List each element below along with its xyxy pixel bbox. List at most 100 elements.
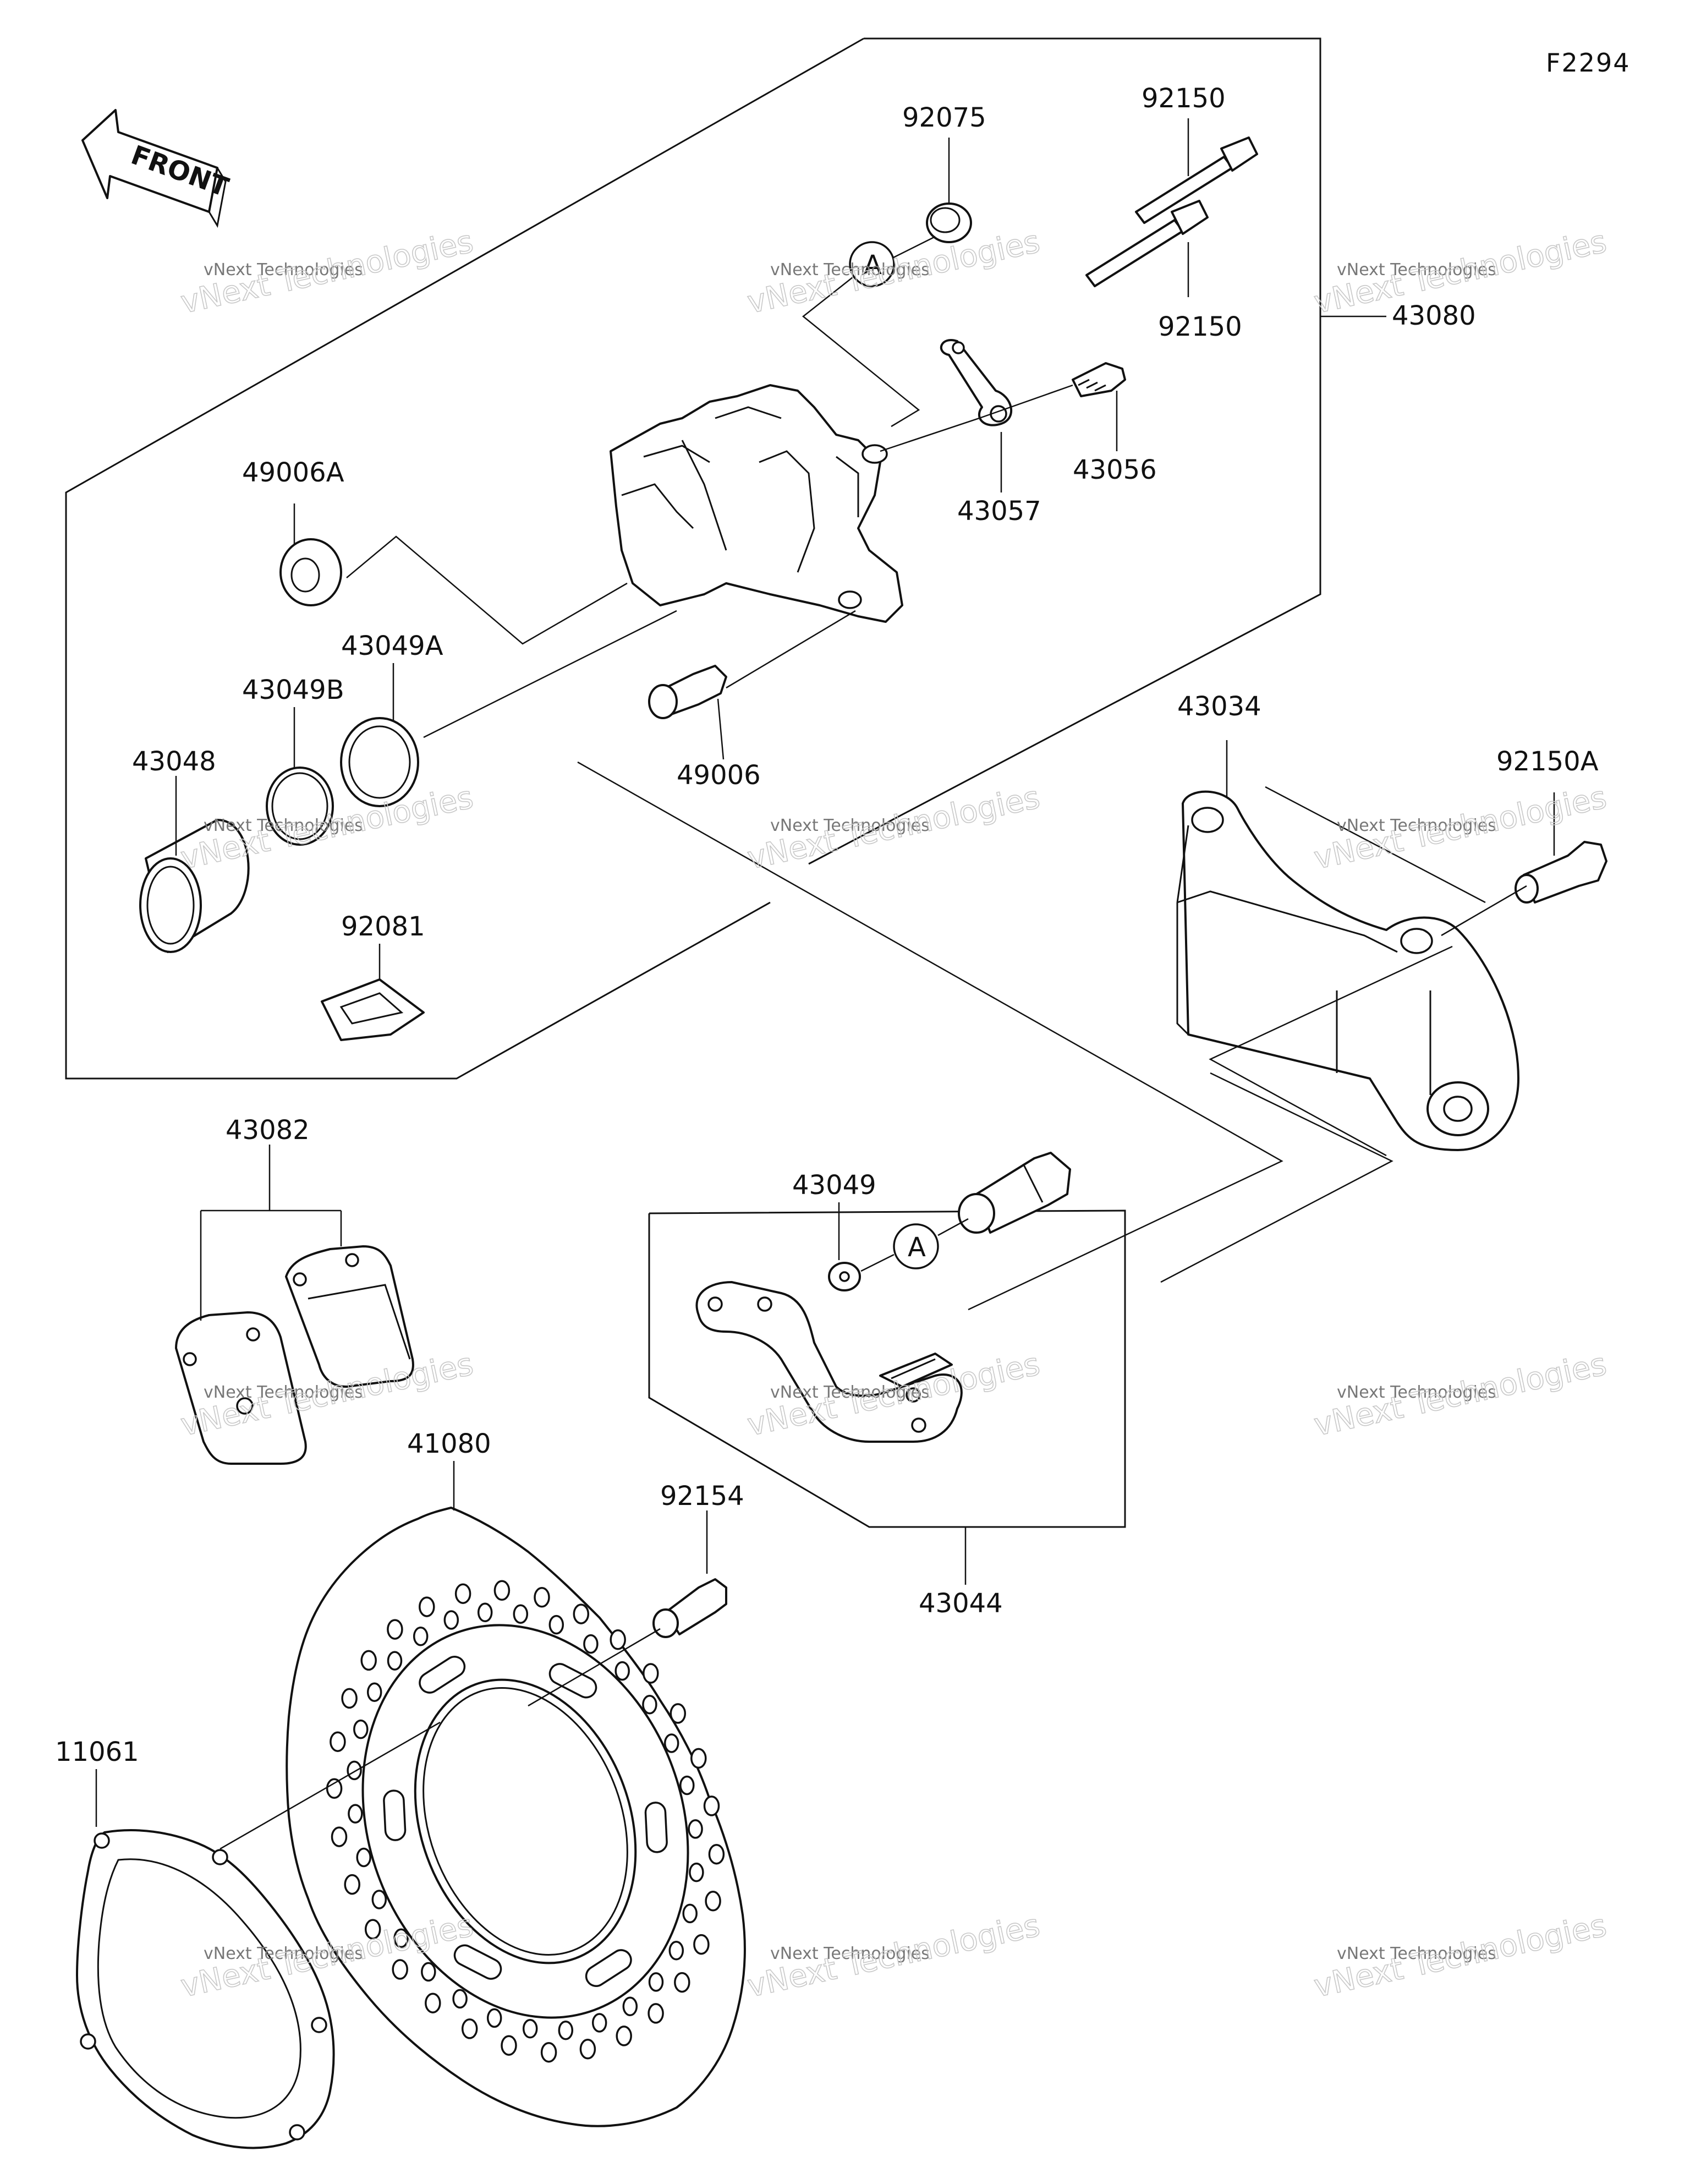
watermark-text: vNext Technologies: [1337, 1944, 1496, 1963]
watermark-text: vNext Technologies: [770, 1944, 930, 1963]
disc-hole: [356, 1847, 371, 1868]
watermark-text: vNext Technologies: [770, 816, 930, 835]
disc-hole: [419, 1596, 435, 1617]
disc-hole: [591, 2013, 607, 2033]
disc-hole: [614, 1661, 630, 1681]
label-92081: 92081: [341, 911, 425, 942]
seal-43049A: [340, 717, 419, 807]
disc-hole: [622, 1996, 638, 2017]
disc-hole: [371, 1890, 387, 1909]
leader-43049: [838, 1202, 969, 1272]
watermark-text: vNext Technologies: [204, 260, 363, 280]
disc-hole: [583, 1634, 599, 1654]
label-43044: 43044: [919, 1588, 1003, 1619]
reference-circle-a-top: A: [849, 241, 895, 287]
watermark-text: vNext Technologies: [204, 1383, 363, 1402]
bracket-43034: [1176, 790, 1519, 1151]
disc-hole: [689, 1862, 704, 1882]
leader-49006: [717, 610, 856, 760]
disc-hole: [387, 1651, 403, 1671]
leader-92150A: [1441, 792, 1555, 937]
disc-hole: [364, 1919, 381, 1940]
disc-hole: [452, 1989, 468, 2009]
watermark-text: vNext Technologies: [204, 816, 363, 835]
leader-92154: [528, 1510, 708, 1707]
disc-hole: [421, 1962, 436, 1982]
disc-hole: [573, 1603, 590, 1624]
bleeder-cover-43057: [940, 339, 1012, 426]
disc-hole: [705, 1891, 721, 1912]
label-11061: 11061: [55, 1737, 139, 1767]
sleeve-49006A: [279, 538, 342, 606]
disc-slot: [585, 1949, 632, 1987]
disc-hole: [690, 1748, 707, 1769]
disc-hole: [616, 2026, 632, 2046]
disc-hole: [688, 1819, 703, 1839]
svg-text:A: A: [908, 1232, 926, 1263]
disc-hole: [648, 1972, 664, 1992]
cap-92075: [926, 202, 972, 243]
disc-hole: [548, 1614, 564, 1635]
disc-hole: [461, 2018, 478, 2039]
disc-hole: [670, 1703, 687, 1724]
label-92150A: 92150A: [1496, 746, 1599, 777]
disc-hole: [330, 1731, 346, 1752]
disc-hole: [679, 1775, 695, 1796]
disc-hole: [693, 1934, 710, 1955]
disc-hole: [331, 1826, 348, 1847]
disc-hole: [579, 2039, 596, 2060]
disc-hole: [513, 1604, 529, 1624]
disc-hole: [501, 2035, 517, 2056]
bleeder-valve-43056: [1072, 362, 1126, 397]
watermark-text: vNext Technologies: [1337, 1383, 1496, 1402]
label-41080: 41080: [407, 1428, 491, 1459]
leader-11061: [95, 1721, 441, 1850]
pin-92150-bottom: [1085, 200, 1209, 287]
label-92150-top: 92150: [1142, 83, 1226, 114]
gasket-11061: [76, 1829, 335, 2149]
disc-hole: [326, 1778, 343, 1799]
disc-hole: [648, 2003, 664, 2024]
brake-disc-41080: [286, 1507, 746, 2127]
watermark-text: vNext Technologies: [204, 1944, 363, 1963]
disc-slot: [383, 1789, 407, 1841]
disc-hole: [344, 1874, 360, 1895]
label-43080: 43080: [1392, 300, 1476, 331]
disc-hole: [393, 1928, 409, 1948]
disc-hole: [663, 1733, 679, 1753]
label-43056: 43056: [1073, 455, 1157, 485]
disc-hole: [360, 1650, 377, 1671]
leader-49006A: [293, 503, 628, 645]
front-arrow-icon: FRONT: [81, 109, 233, 228]
slide-pin: [958, 1152, 1071, 1234]
label-49006: 49006: [677, 760, 761, 791]
disc-hole: [643, 1663, 659, 1684]
disc-hole: [392, 1959, 408, 1980]
anchor-bracket-43044: [695, 1281, 963, 1443]
label-43048: 43048: [132, 746, 216, 777]
label-92075: 92075: [902, 102, 986, 133]
bolt-92150A: [1515, 841, 1607, 904]
label-92150-bottom: 92150: [1158, 311, 1242, 342]
disc-hole: [558, 2020, 574, 2040]
svg-text:A: A: [864, 250, 882, 281]
piston-43048: [139, 819, 250, 953]
disc-hole: [703, 1796, 720, 1816]
label-49006A: 49006A: [242, 457, 344, 488]
disc-hole: [610, 1629, 626, 1650]
bolt-92154: [652, 1578, 727, 1638]
leader-43082: [200, 1145, 342, 1321]
disc-hole: [668, 1941, 684, 1961]
disc-hole: [493, 1580, 511, 1601]
washer-43049: [828, 1262, 861, 1291]
reference-circle-a-bottom: A: [893, 1223, 939, 1269]
disc-hole: [522, 2019, 538, 2039]
label-43049: 43049: [792, 1170, 876, 1201]
disc-hole: [366, 1682, 382, 1702]
disc-hole: [674, 1972, 690, 1993]
disc-hole: [413, 1626, 429, 1646]
bolt-49006: [648, 665, 727, 719]
brake-pad-43082-left: [175, 1311, 307, 1465]
disc-hole: [486, 2008, 502, 2028]
